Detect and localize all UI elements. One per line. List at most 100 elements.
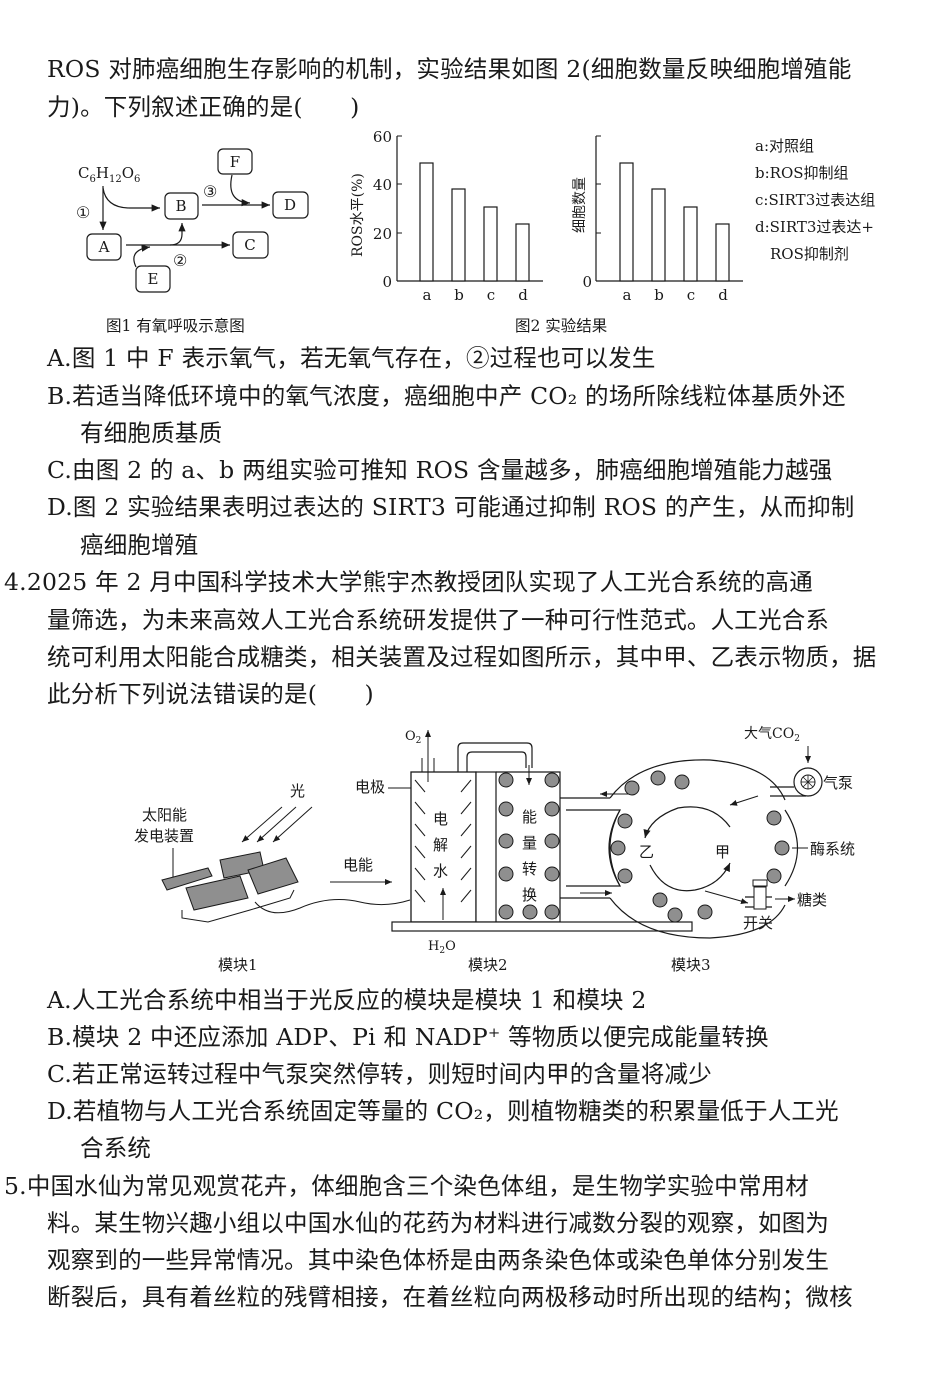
chart-cell-count: 细胞数量 0 a b c d: [572, 135, 743, 304]
q3-option-a[interactable]: A.图 1 中 F 表示氧气，若无氧气存在，②过程也可以发生: [47, 343, 656, 373]
legend-item-a: a:对照组: [755, 137, 814, 155]
option-text: 若适当降低环境中的氧气浓度，癌细胞中产 CO₂ 的场所除线粒体基质外还: [72, 382, 846, 410]
legend-item-d-cont: ROS抑制剂: [770, 245, 849, 263]
svg-text:F: F: [230, 153, 240, 171]
q4-stem-line-3: 统可利用太阳能合成糖类，相关装置及过程如图所示，其中甲、乙表示物质，据: [47, 643, 877, 671]
svg-text:模块3: 模块3: [671, 956, 711, 974]
svg-text:C: C: [244, 236, 255, 254]
svg-text:③: ③: [203, 182, 217, 201]
legend-item-d: d:SIRT3过表达+: [755, 218, 875, 236]
svg-text:40: 40: [373, 176, 392, 194]
legend-item-b: b:ROS抑制组: [755, 164, 849, 182]
q5-stem-line-4: 断裂后，具有着丝粒的残臂相接，在着丝粒向两极移动时所出现的结构；微核: [47, 1283, 853, 1311]
svg-text:发电装置: 发电装置: [134, 827, 194, 845]
svg-text:①: ①: [76, 203, 90, 222]
svg-text:a: a: [623, 286, 632, 304]
q4-stem-line-4: 此分析下列说法错误的是( ): [47, 680, 374, 708]
svg-text:ROS水平(%): ROS水平(%): [350, 173, 366, 257]
q4-option-d[interactable]: D.若植物与人工光合系统固定等量的 CO₂，则植物糖类的积累量低于人工光: [47, 1096, 839, 1126]
option-label: A.: [47, 344, 72, 372]
svg-text:c: c: [687, 286, 695, 304]
svg-text:d: d: [718, 286, 728, 304]
option-text: 模块 2 中还应添加 ADP、Pi 和 NADP⁺ 等物质以便完成能量转换: [72, 1023, 769, 1051]
svg-text:b: b: [454, 286, 464, 304]
electrode-label: 电极: [355, 778, 385, 796]
svg-text:换: 换: [522, 886, 537, 904]
svg-text:解: 解: [433, 836, 448, 854]
option-label: C.: [47, 456, 73, 484]
svg-text:c: c: [487, 286, 495, 304]
svg-text:20: 20: [373, 225, 392, 243]
svg-text:量: 量: [522, 834, 537, 852]
q4-option-d-cont: 合系统: [80, 1134, 152, 1162]
q3-option-b-cont: 有细胞质基质: [80, 419, 223, 447]
svg-text:b: b: [654, 286, 664, 304]
option-label: C.: [47, 1060, 73, 1088]
svg-text:D: D: [284, 196, 296, 214]
svg-text:②: ②: [173, 251, 187, 270]
svg-text:气泵: 气泵: [823, 774, 853, 792]
q3-stem-line-1: ROS 对肺癌细胞生存影响的机制，实验结果如图 2(细胞数量反映细胞增殖能: [47, 55, 852, 83]
svg-text:a: a: [423, 286, 432, 304]
option-text: 人工光合系统中相当于光反应的模块是模块 1 和模块 2: [71, 986, 647, 1014]
svg-text:开关: 开关: [743, 914, 773, 932]
figure-1-aerobic-respiration-diagram: C6H12O6 ① A B C D E F ② ③: [76, 148, 309, 293]
q5-stem-line-3: 观察到的一些异常情况。其中染色体桥是由两条染色体或染色单体分别发生: [47, 1246, 830, 1274]
chart-ros-level: ROS水平(%) 60 40 20 0 a b c d: [350, 128, 543, 304]
svg-text:电: 电: [433, 810, 448, 828]
svg-text:光: 光: [290, 782, 305, 800]
q4-stem-line-1: 4.2025 年 2 月中国科学技术大学熊宇杰教授团队实现了人工光合系统的高通: [4, 567, 813, 597]
svg-text:d: d: [518, 286, 528, 304]
option-label: D.: [47, 1097, 73, 1125]
svg-text:0: 0: [382, 273, 392, 291]
svg-text:60: 60: [373, 128, 392, 146]
svg-text:H2O: H2O: [428, 939, 456, 956]
svg-text:O2: O2: [405, 729, 421, 746]
legend-item-c: c:SIRT3过表达组: [755, 191, 876, 209]
svg-text:E: E: [148, 270, 159, 288]
q3-option-c[interactable]: C.由图 2 的 a、b 两组实验可推知 ROS 含量越多，肺癌细胞增殖能力越强: [47, 455, 833, 485]
q5-stem-line-2: 料。某生物兴趣小组以中国水仙的花药为材料进行减数分裂的观察，如图为: [47, 1209, 830, 1237]
figure-2-caption: 图2 实验结果: [515, 317, 608, 335]
svg-text:水: 水: [433, 862, 448, 880]
figure-1-caption: 图1 有氧呼吸示意图: [106, 317, 245, 335]
option-label: B.: [47, 1023, 73, 1051]
figure-2-legend: a:对照组 b:ROS抑制组 c:SIRT3过表达组 d:SIRT3过表达+ R…: [755, 133, 875, 268]
stem-text: 2025 年 2 月中国科学技术大学熊宇杰教授团队实现了人工光合系统的高通: [26, 568, 813, 596]
q3-option-d-cont: 癌细胞增殖: [80, 531, 199, 559]
option-text: 图 2 实验结果表明过表达的 SIRT3 可能通过抑制 ROS 的产生，从而抑制: [72, 493, 855, 521]
artificial-photosynthesis-diagram: 太阳能 发电装置 光 电能 电极 电 解 水 H2O O2: [134, 726, 855, 974]
stem-text: 中国水仙为常见观赏花卉，体细胞含三个染色体组，是生物学实验中常用材: [26, 1172, 809, 1200]
svg-text:A: A: [98, 238, 110, 256]
svg-text:甲: 甲: [715, 843, 730, 861]
question-number: 4.: [4, 568, 27, 596]
svg-text:0: 0: [582, 273, 592, 291]
q4-stem-line-2: 量筛选，为未来高效人工光合系统研发提供了一种可行性范式。人工光合系: [47, 606, 830, 634]
option-label: D.: [47, 493, 73, 521]
q3-option-b[interactable]: B.若适当降低环境中的氧气浓度，癌细胞中产 CO₂ 的场所除线粒体基质外还: [47, 381, 846, 411]
svg-text:乙: 乙: [639, 843, 654, 861]
option-text: 若正常运转过程中气泵突然停转，则短时间内甲的含量将减少: [72, 1060, 712, 1088]
option-label: B.: [47, 382, 73, 410]
svg-text:模块1: 模块1: [218, 956, 258, 974]
option-text: 若植物与人工光合系统固定等量的 CO₂，则植物糖类的积累量低于人工光: [72, 1097, 839, 1125]
q3-stem-line-2: 力)。下列叙述正确的是( ): [47, 93, 360, 121]
q4-option-c[interactable]: C.若正常运转过程中气泵突然停转，则短时间内甲的含量将减少: [47, 1059, 712, 1089]
svg-text:细胞数量: 细胞数量: [572, 177, 588, 233]
option-label: A.: [47, 986, 72, 1014]
svg-text:电能: 电能: [343, 856, 373, 874]
option-text: 由图 2 的 a、b 两组实验可推知 ROS 含量越多，肺癌细胞增殖能力越强: [72, 456, 833, 484]
q4-option-a[interactable]: A.人工光合系统中相当于光反应的模块是模块 1 和模块 2: [47, 985, 647, 1015]
svg-text:糖类: 糖类: [797, 891, 827, 909]
svg-text:能: 能: [522, 808, 537, 826]
svg-text:太阳能: 太阳能: [142, 806, 187, 824]
q4-option-b[interactable]: B.模块 2 中还应添加 ADP、Pi 和 NADP⁺ 等物质以便完成能量转换: [47, 1022, 769, 1052]
q3-option-d[interactable]: D.图 2 实验结果表明过表达的 SIRT3 可能通过抑制 ROS 的产生，从而…: [47, 492, 855, 522]
svg-text:转: 转: [522, 860, 537, 878]
svg-text:大气CO2: 大气CO2: [744, 726, 800, 744]
option-text: 图 1 中 F 表示氧气，若无氧气存在，②过程也可以发生: [71, 344, 656, 372]
svg-text:酶系统: 酶系统: [810, 840, 855, 858]
glucose-label: C6H12O6: [78, 164, 140, 185]
svg-text:B: B: [175, 197, 186, 215]
question-number: 5.: [4, 1172, 27, 1200]
